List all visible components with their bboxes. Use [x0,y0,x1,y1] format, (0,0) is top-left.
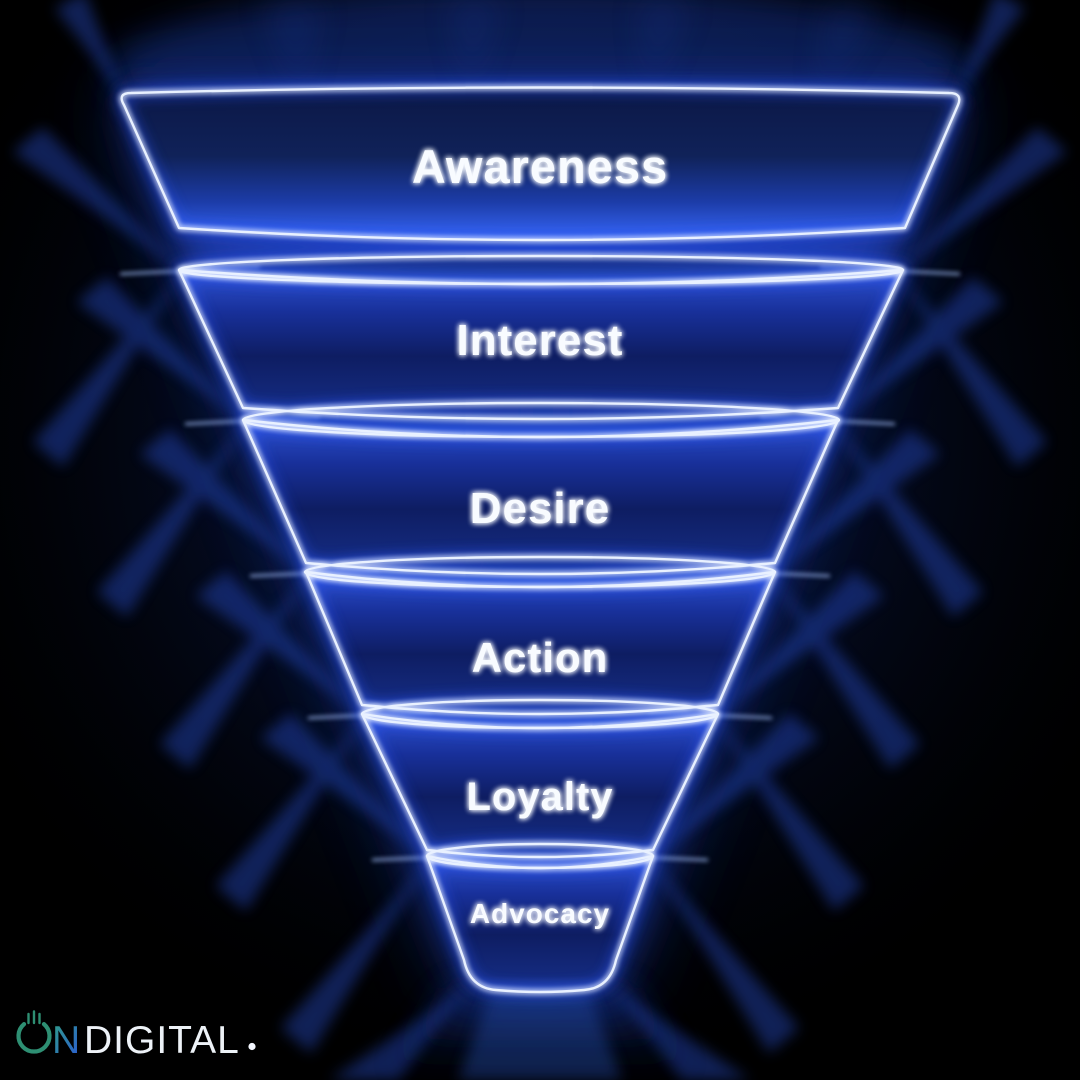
stage-label-action: Action [472,634,609,681]
logo-dot [248,1042,256,1051]
logo-letter-n: N [52,1019,80,1062]
bottom-spotlight [380,988,700,1080]
logo-word-digital: DIGITAL [84,1019,240,1062]
stage-label-interest: Interest [457,316,624,365]
power-icon-rays [27,1010,41,1025]
ondigital-logo: N DIGITAL [16,1010,256,1062]
power-icon [16,1022,52,1054]
stage-label-awareness: Awareness [412,140,668,193]
stage-labels: Awareness Interest Desire Action Loyalty… [412,140,668,929]
stage-label-advocacy: Advocacy [470,898,610,929]
stage-label-loyalty: Loyalty [466,775,613,819]
stage-label-desire: Desire [470,484,611,533]
